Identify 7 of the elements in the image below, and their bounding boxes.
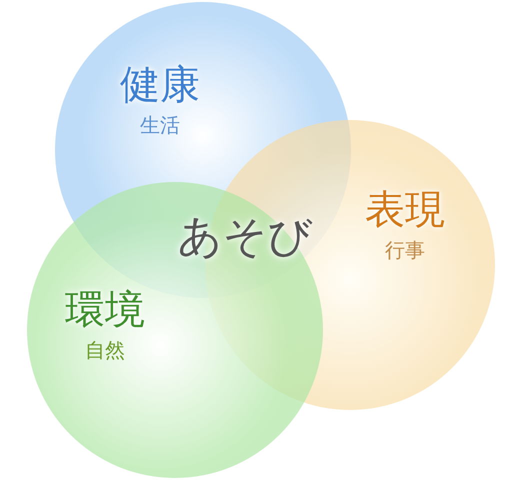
circle-title: 健康 bbox=[120, 61, 200, 110]
circle-subtitle: 行事 bbox=[385, 237, 425, 264]
circle-subtitle: 自然 bbox=[85, 337, 125, 364]
circle-title: 表現 bbox=[365, 186, 445, 235]
center-label: あそび bbox=[178, 210, 312, 264]
circle-title: 環境 bbox=[65, 286, 145, 335]
circle-subtitle: 生活 bbox=[140, 112, 180, 139]
